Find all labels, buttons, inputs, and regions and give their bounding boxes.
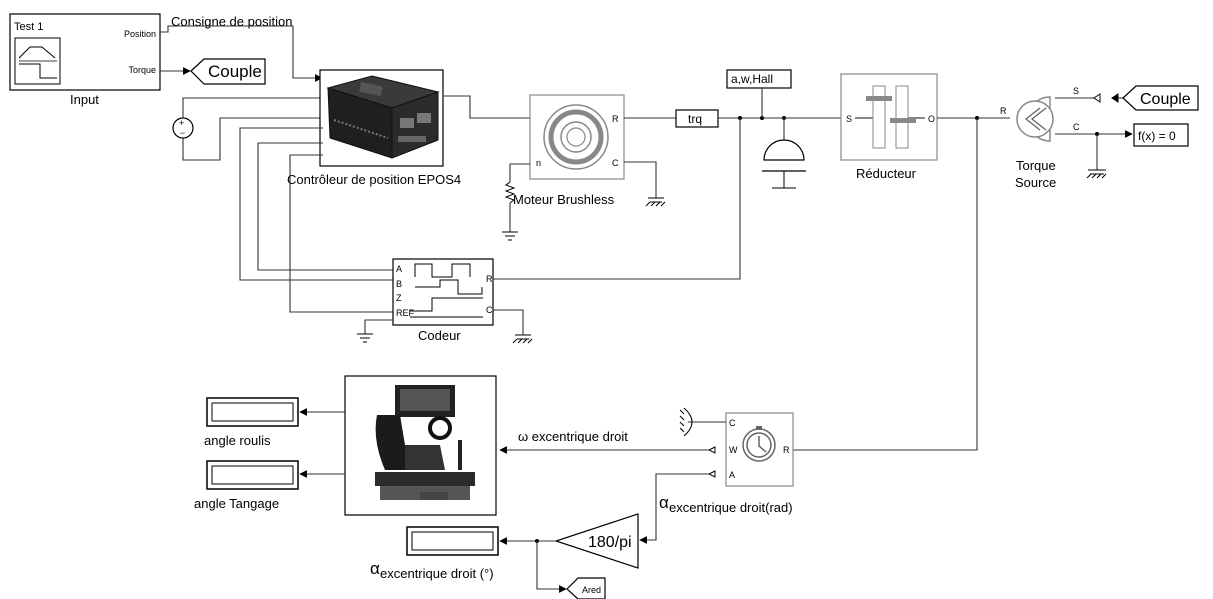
encoder-label: Codeur bbox=[418, 328, 461, 343]
couple-goto-text: Couple bbox=[208, 62, 262, 81]
display-pitch[interactable]: angle Tangage bbox=[194, 460, 299, 511]
motor-label: Moteur Brushless bbox=[513, 192, 615, 207]
encoder-shaft-wire bbox=[493, 118, 741, 280]
encoder-ref-wire bbox=[364, 319, 393, 334]
awhall-goto-block[interactable]: a,w,Hall bbox=[726, 69, 792, 89]
input-signal-builder-block[interactable]: Test 1 Position Torque Input bbox=[9, 13, 161, 107]
elec-ground-2-icon bbox=[357, 333, 373, 343]
sensor-port-w: W bbox=[729, 445, 738, 455]
input-port-position: Position bbox=[124, 29, 156, 39]
motor-port-n: n bbox=[536, 158, 541, 168]
ared-wire bbox=[536, 541, 567, 593]
resistor-icon bbox=[504, 181, 516, 204]
consigne-signal-label: Consigne de position bbox=[171, 14, 292, 29]
elec-ground-1-icon bbox=[502, 231, 518, 241]
svg-text:+: + bbox=[179, 118, 184, 128]
alpha-deg-label: excentrique droit (°) bbox=[380, 566, 494, 581]
display-roll-label: angle roulis bbox=[204, 433, 271, 448]
neutral-wire bbox=[509, 163, 530, 182]
gear-icon bbox=[855, 85, 925, 149]
encoder-port-ref: REF bbox=[396, 308, 415, 318]
encoder-port-a: A bbox=[396, 264, 402, 274]
torque-source-block[interactable]: R S C Torque Source bbox=[1000, 86, 1080, 190]
encoder-port-z: Z bbox=[396, 293, 402, 303]
epos4-device-image bbox=[326, 75, 440, 159]
brushless-motor-block[interactable]: R C n Moteur Brushless bbox=[513, 94, 625, 207]
dc-voltage-source[interactable]: + − bbox=[172, 117, 194, 139]
sensor-port-c: C bbox=[729, 418, 736, 428]
controller-label: Contrôleur de position EPOS4 bbox=[287, 172, 461, 187]
alpha-rad-label: excentrique droit(rad) bbox=[669, 500, 793, 515]
alpha-deg-symbol: α bbox=[370, 559, 380, 578]
inertia-icon bbox=[762, 139, 806, 189]
mech-ground-encoder-icon bbox=[512, 334, 533, 344]
reducer-port-o: O bbox=[928, 114, 935, 124]
couple-from-tag[interactable]: Couple bbox=[1122, 85, 1199, 111]
torque-source-port-c: C bbox=[1073, 122, 1080, 132]
supply-pos-wire bbox=[182, 97, 323, 118]
trq-goto-block[interactable]: trq bbox=[675, 109, 719, 128]
solver-config-block[interactable]: f(x) = 0 bbox=[1133, 123, 1189, 147]
display-roll[interactable]: angle roulis bbox=[204, 397, 299, 448]
display-alpha-deg[interactable] bbox=[406, 526, 499, 556]
encoder-c-wire bbox=[493, 309, 524, 335]
ared-goto-tag[interactable]: Ared bbox=[566, 577, 606, 599]
supply-neg-wire bbox=[182, 117, 323, 161]
epos4-controller-block[interactable]: Contrôleur de position EPOS4 bbox=[287, 69, 461, 187]
consigne-wire bbox=[160, 25, 323, 82]
input-block-label: Input bbox=[70, 92, 99, 107]
clock-sensor-icon bbox=[742, 426, 776, 462]
alpha-rad-wire bbox=[639, 473, 709, 544]
sensor-port-a: A bbox=[729, 470, 735, 480]
couple-from-text: Couple bbox=[1140, 91, 1191, 108]
mech-ground-motor-icon bbox=[645, 197, 666, 207]
sensor-feed-wire bbox=[793, 118, 978, 451]
reducer-label: Réducteur bbox=[856, 166, 917, 181]
gain-block[interactable]: 180/pi bbox=[554, 513, 639, 569]
omega-signal-label: ω excentrique droit bbox=[518, 429, 628, 444]
fx-text: f(x) = 0 bbox=[1138, 129, 1176, 143]
simulator-seat-image bbox=[375, 385, 475, 500]
torque-source-label-1: Torque bbox=[1016, 158, 1056, 173]
motor-c-wire bbox=[624, 161, 657, 198]
signal-builder-icon bbox=[14, 37, 61, 85]
motion-sensor-block[interactable]: C W A R bbox=[725, 412, 794, 487]
simulator-3d-block[interactable] bbox=[344, 375, 497, 516]
reducer-gearbox-block[interactable]: S O Réducteur bbox=[840, 73, 938, 181]
enc-z-wire bbox=[289, 154, 393, 313]
motor-port-r: R bbox=[612, 114, 619, 124]
encoder-port-b: B bbox=[396, 279, 402, 289]
display-pitch-label: angle Tangage bbox=[194, 496, 279, 511]
motor-stator-icon bbox=[543, 104, 609, 170]
gain-text: 180/pi bbox=[588, 534, 632, 551]
encoder-block[interactable]: A B Z REF R C Codeur bbox=[392, 258, 494, 343]
couple-goto-tag[interactable]: Couple bbox=[190, 58, 266, 85]
encoder-port-r: R bbox=[486, 274, 493, 284]
ared-text: Ared bbox=[582, 585, 601, 595]
encoder-waveform-icon bbox=[410, 263, 483, 318]
motor-port-c: C bbox=[612, 158, 619, 168]
awhall-text: a,w,Hall bbox=[731, 72, 773, 86]
enc-b-wire bbox=[257, 142, 393, 271]
input-block-title: Test 1 bbox=[14, 21, 43, 33]
input-port-torque: Torque bbox=[128, 65, 156, 75]
trq-text: trq bbox=[688, 112, 702, 126]
torque-source-label-2: Source bbox=[1015, 175, 1056, 190]
motor-phase-wire bbox=[443, 95, 530, 119]
mech-ground-torque-icon bbox=[1086, 169, 1107, 179]
wall-ground-icon bbox=[679, 407, 693, 437]
reducer-port-s: S bbox=[846, 114, 852, 124]
encoder-port-c: C bbox=[486, 305, 493, 315]
torque-source-port-r: R bbox=[1000, 106, 1007, 116]
enc-a-wire bbox=[239, 127, 393, 281]
torque-source-port-s: S bbox=[1073, 86, 1079, 96]
svg-text:−: − bbox=[180, 128, 185, 138]
sensor-port-r: R bbox=[783, 445, 790, 455]
alpha-rad-symbol: α bbox=[659, 493, 669, 512]
